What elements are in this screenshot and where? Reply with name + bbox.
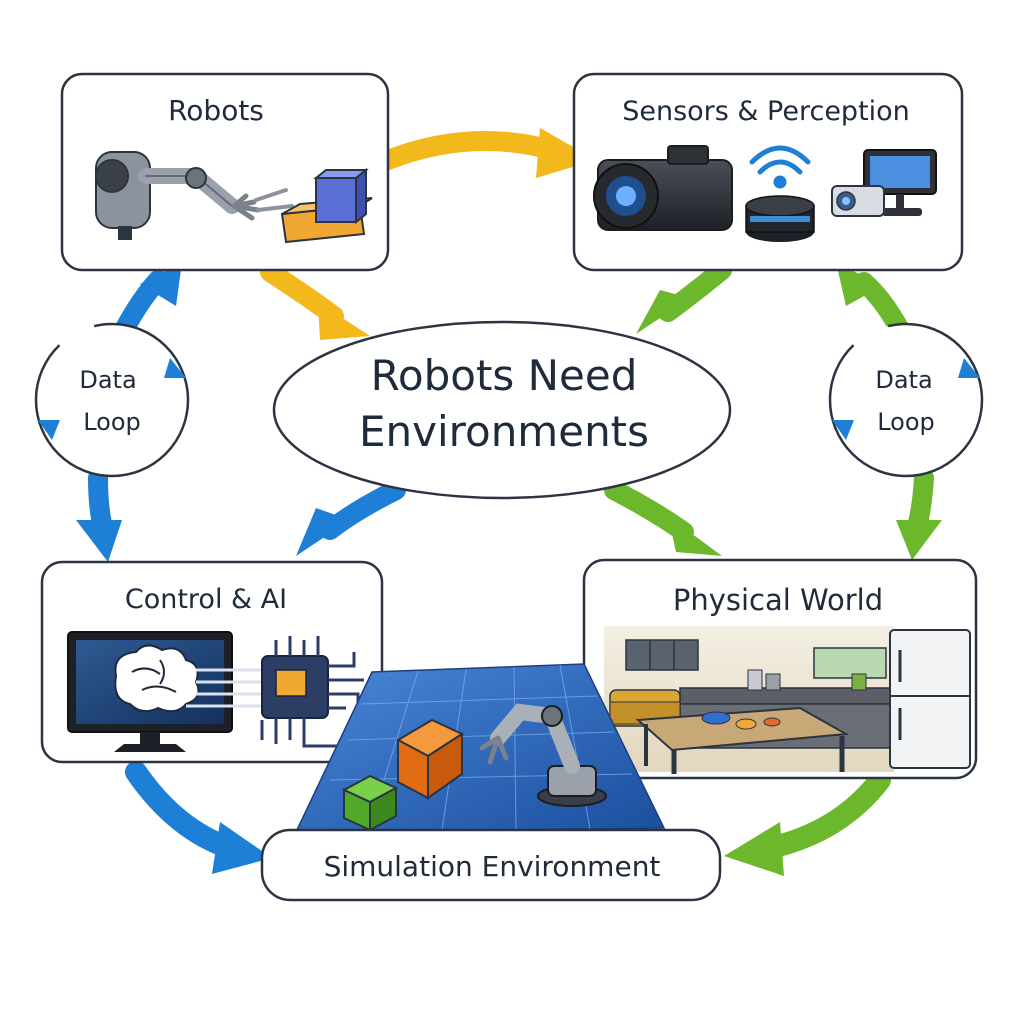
loop-arrow-left-bottom (38, 420, 60, 440)
simulation-scene (294, 663, 666, 833)
node-simulation: Simulation Environment (260, 828, 722, 902)
arrowhead-robots-to-center (318, 302, 370, 340)
block-on-table-icon (280, 167, 373, 244)
arrowhead-right-down (896, 520, 942, 560)
arrowhead-center-to-control (296, 508, 350, 556)
wifi-icon (749, 145, 811, 189)
node-control-title: Control & AI (125, 584, 287, 615)
lidar-puck-icon (745, 195, 815, 242)
refrigerator-icon (889, 629, 971, 769)
loop-arrow-left-top (164, 358, 186, 378)
center-title-line1: Robots Need (371, 351, 638, 400)
arrowhead-left-up (140, 262, 182, 306)
node-physical-title: Physical World (673, 583, 883, 617)
loop-arrow-right-bottom (832, 420, 854, 440)
orange-cube-icon (395, 718, 465, 800)
data-loop-left-line2: Loop (83, 408, 141, 436)
arrow-robots-to-sensors (378, 131, 562, 170)
node-sensors-title: Sensors & Perception (622, 96, 910, 127)
robot-arm-icon (95, 151, 294, 240)
table-icon (635, 706, 850, 774)
arrowhead-robots-to-sensors (536, 128, 596, 178)
arrowhead-right-up (836, 262, 882, 306)
data-loop-left: Data Loop (34, 322, 190, 478)
node-control: Control & AI (40, 560, 390, 764)
arrowhead-sensors-to-center (636, 290, 690, 334)
sim-robot-arm-icon (479, 703, 607, 807)
node-sensors: Sensors & Perception (572, 72, 964, 272)
monitor-sensor-icon (863, 149, 937, 216)
arrowhead-physical-to-sim (724, 822, 784, 876)
circuit-traces (186, 668, 270, 708)
node-physical: Physical World (582, 558, 978, 780)
arrowhead-center-to-physical (668, 516, 722, 556)
node-simulation-title: Simulation Environment (324, 850, 661, 883)
loop-arrow-right-top (958, 358, 980, 378)
data-loop-right-line2: Loop (877, 408, 935, 436)
data-loop-left-line1: Data (79, 366, 136, 394)
center-title-line2: Environments (359, 407, 649, 456)
arrowhead-control-to-sim (212, 822, 272, 874)
data-loop-right-line1: Data (875, 366, 932, 394)
data-loop-right: Data Loop (828, 322, 984, 478)
node-robots: Robots (60, 72, 390, 272)
arrow-control-to-sim (125, 761, 241, 859)
chip-icon (260, 636, 390, 748)
arrowhead-left-down (76, 520, 122, 562)
center-node: Robots Need Environments (272, 320, 732, 500)
arrows-layer (76, 128, 942, 876)
node-robots-title: Robots (168, 94, 264, 127)
arrow-physical-to-sim (759, 769, 891, 859)
camera-icon (593, 145, 733, 231)
projector-icon (831, 185, 885, 217)
